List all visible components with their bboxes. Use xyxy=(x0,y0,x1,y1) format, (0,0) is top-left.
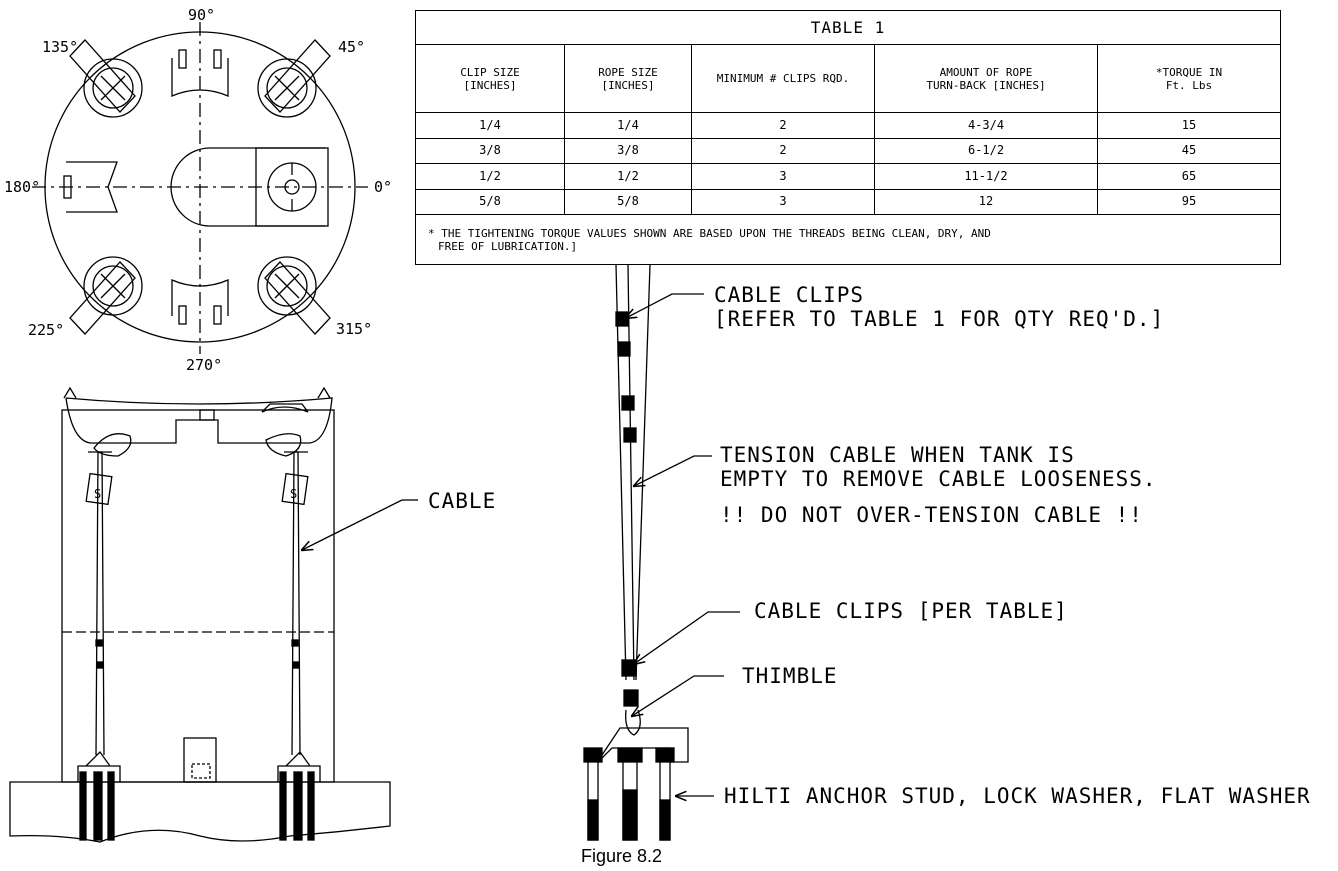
svg-text:S: S xyxy=(94,487,101,501)
tank-side-view: S S xyxy=(9,386,418,843)
foundation-slab xyxy=(9,781,391,843)
table-cell: 95 xyxy=(1097,188,1281,216)
figure-caption: Figure 8.2 xyxy=(581,846,663,866)
table-cell: 6-1/2 xyxy=(874,137,1098,165)
label-cable-clips-table: CABLE CLIPS [PER TABLE] xyxy=(754,599,1068,623)
label-cable: CABLE xyxy=(428,489,496,513)
tank-top-dome xyxy=(65,397,333,444)
tank-cable-right: S xyxy=(281,451,309,756)
table-header-row: CLIP SIZE [INCHES] ROPE SIZE [INCHES] MI… xyxy=(415,44,1281,114)
table-cell: 1/4 xyxy=(415,112,565,139)
header-clip-size: CLIP SIZE [INCHES] xyxy=(415,44,565,114)
detail-upper-clips xyxy=(615,311,637,443)
label-tension-2: EMPTY TO REMOVE CABLE LOOSENESS. xyxy=(720,467,1157,491)
table-cell: 12 xyxy=(874,188,1098,216)
table-cell: 3/8 xyxy=(564,137,692,165)
table-row: 5/8 5/8 3 12 95 xyxy=(415,188,1281,216)
detail-cable-strand-2 xyxy=(627,264,635,681)
right-anchor-bracket xyxy=(277,750,321,782)
label-tension-1: TENSION CABLE WHEN TANK IS xyxy=(720,443,1075,467)
header-min-clips: MINIMUM # CLIPS RQD. xyxy=(691,44,875,114)
table-cell: 1/2 xyxy=(564,163,692,190)
table-row: 1/2 1/2 3 11-1/2 65 xyxy=(415,163,1281,190)
table-row: 1/4 1/4 2 4-3/4 15 xyxy=(415,112,1281,139)
right-anchor-studs xyxy=(279,771,315,841)
header-torque: *TORQUE IN Ft. Lbs xyxy=(1097,44,1281,114)
detail-lower-clips xyxy=(621,659,639,707)
center-channel xyxy=(170,147,325,227)
table-row: 3/8 3/8 2 6-1/2 45 xyxy=(415,137,1281,165)
angle-315: 315° xyxy=(336,320,372,338)
bottom-cutout xyxy=(171,279,229,316)
clip-table: TABLE 1 CLIP SIZE [INCHES] ROPE SIZE [IN… xyxy=(415,9,1281,265)
angle-0: 0° xyxy=(374,178,392,196)
left-anchor-bracket xyxy=(77,750,121,782)
table-cell: 4-3/4 xyxy=(874,112,1098,139)
left-anchor-studs xyxy=(79,771,115,841)
header-turn-back: AMOUNT OF ROPE TURN-BACK [INCHES] xyxy=(874,44,1098,114)
corner-fitting-225 xyxy=(69,256,143,335)
detail-cable-strand-1 xyxy=(615,264,627,681)
angle-225: 225° xyxy=(28,321,64,339)
label-cable-clips-1: CABLE CLIPS xyxy=(714,283,864,307)
tank-cable-clips xyxy=(95,639,300,669)
angle-90: 90° xyxy=(188,6,215,24)
table-cell: 65 xyxy=(1097,163,1281,190)
table-cell: 1/4 xyxy=(564,112,692,139)
table-title: TABLE 1 xyxy=(415,9,1281,46)
angle-135: 135° xyxy=(42,38,78,56)
label-cable-clips-2: [REFER TO TABLE 1 FOR QTY REQ'D.] xyxy=(714,307,1164,331)
header-rope-size: ROPE SIZE [INCHES] xyxy=(564,44,692,114)
label-thimble: THIMBLE xyxy=(742,664,838,688)
left-channel xyxy=(66,161,118,213)
table-cell: 1/2 xyxy=(415,163,565,190)
table-note: * THE TIGHTENING TORQUE VALUES SHOWN ARE… xyxy=(415,214,1281,265)
table-cell: 2 xyxy=(691,112,875,139)
svg-text:S: S xyxy=(290,487,297,501)
table-cell: 2 xyxy=(691,137,875,165)
detail-labels: CABLE CLIPS [REFER TO TABLE 1 FOR QTY RE… xyxy=(714,283,1311,808)
label-anchor: HILTI ANCHOR STUD, LOCK WASHER, FLAT WAS… xyxy=(724,784,1311,808)
angle-270: 270° xyxy=(186,356,222,374)
table-cell: 3/8 xyxy=(415,137,565,165)
detail-anchor-studs xyxy=(583,747,675,841)
detail-cable-strand-3 xyxy=(635,264,651,681)
table-cell: 45 xyxy=(1097,137,1281,165)
label-warning: !! DO NOT OVER-TENSION CABLE !! xyxy=(720,503,1143,527)
center-fitting-inner xyxy=(284,179,300,195)
table-cell: 15 xyxy=(1097,112,1281,139)
top-cutout xyxy=(171,58,229,97)
tank-top-view xyxy=(32,22,368,354)
table-cell: 3 xyxy=(691,163,875,190)
angle-180: 180° xyxy=(4,178,40,196)
table-cell: 5/8 xyxy=(415,188,565,216)
center-plate xyxy=(255,147,329,227)
table-cell: 5/8 xyxy=(564,188,692,216)
angle-45: 45° xyxy=(338,38,365,56)
tank-cable-left: S xyxy=(85,451,113,756)
cable-detail-view xyxy=(583,264,740,841)
corner-fitting-135 xyxy=(69,39,143,118)
table-cell: 11-1/2 xyxy=(874,163,1098,190)
compass-angle-labels: 90° 45° 0° 315° 270° 225° 180° 135° xyxy=(4,6,392,374)
corner-fitting-45 xyxy=(257,39,331,118)
detail-thimble xyxy=(625,709,641,736)
corner-fitting-315 xyxy=(257,256,331,335)
table-cell: 3 xyxy=(691,188,875,216)
